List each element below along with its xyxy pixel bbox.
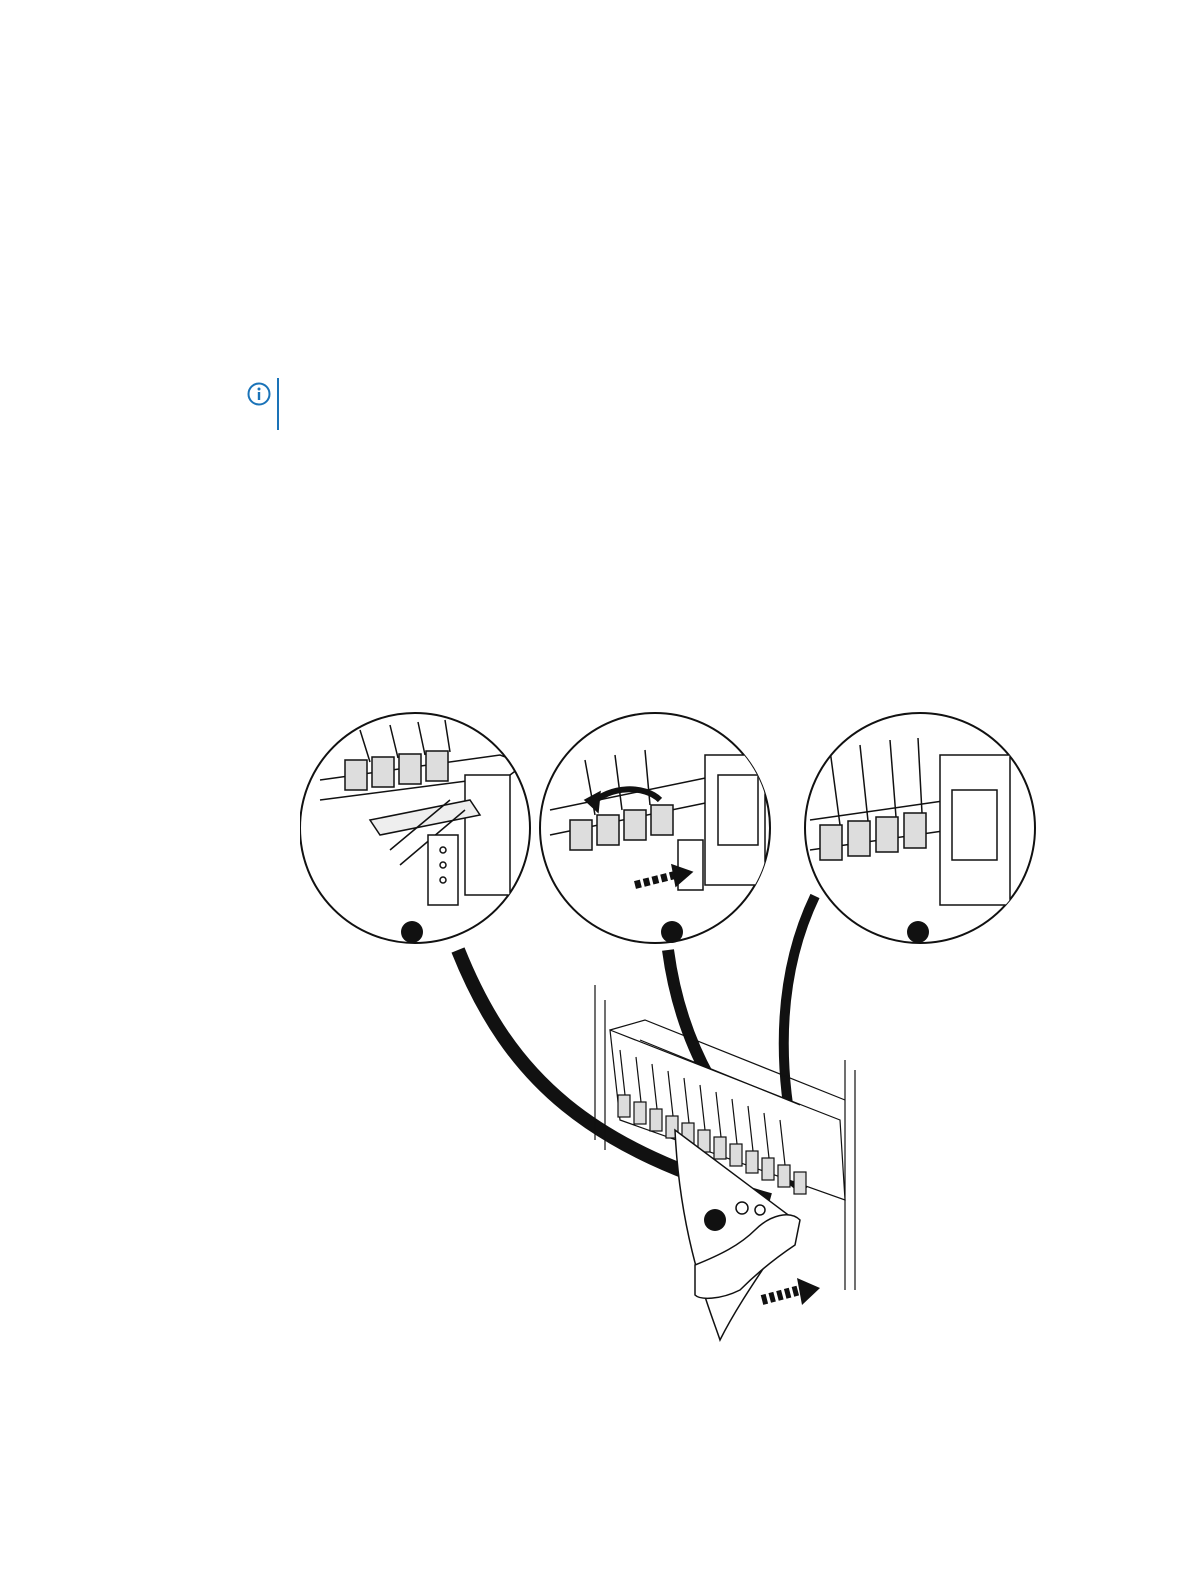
drive-install-illustration (300, 700, 1060, 1360)
note-divider (277, 378, 279, 430)
detail-circle-3 (805, 713, 1035, 943)
detail-circle-1 (300, 713, 540, 943)
push-arrow (762, 1278, 820, 1305)
note-block (246, 378, 286, 430)
info-icon (246, 381, 272, 407)
detail-circle-2 (540, 713, 770, 943)
callout-dot-4 (704, 1209, 726, 1231)
